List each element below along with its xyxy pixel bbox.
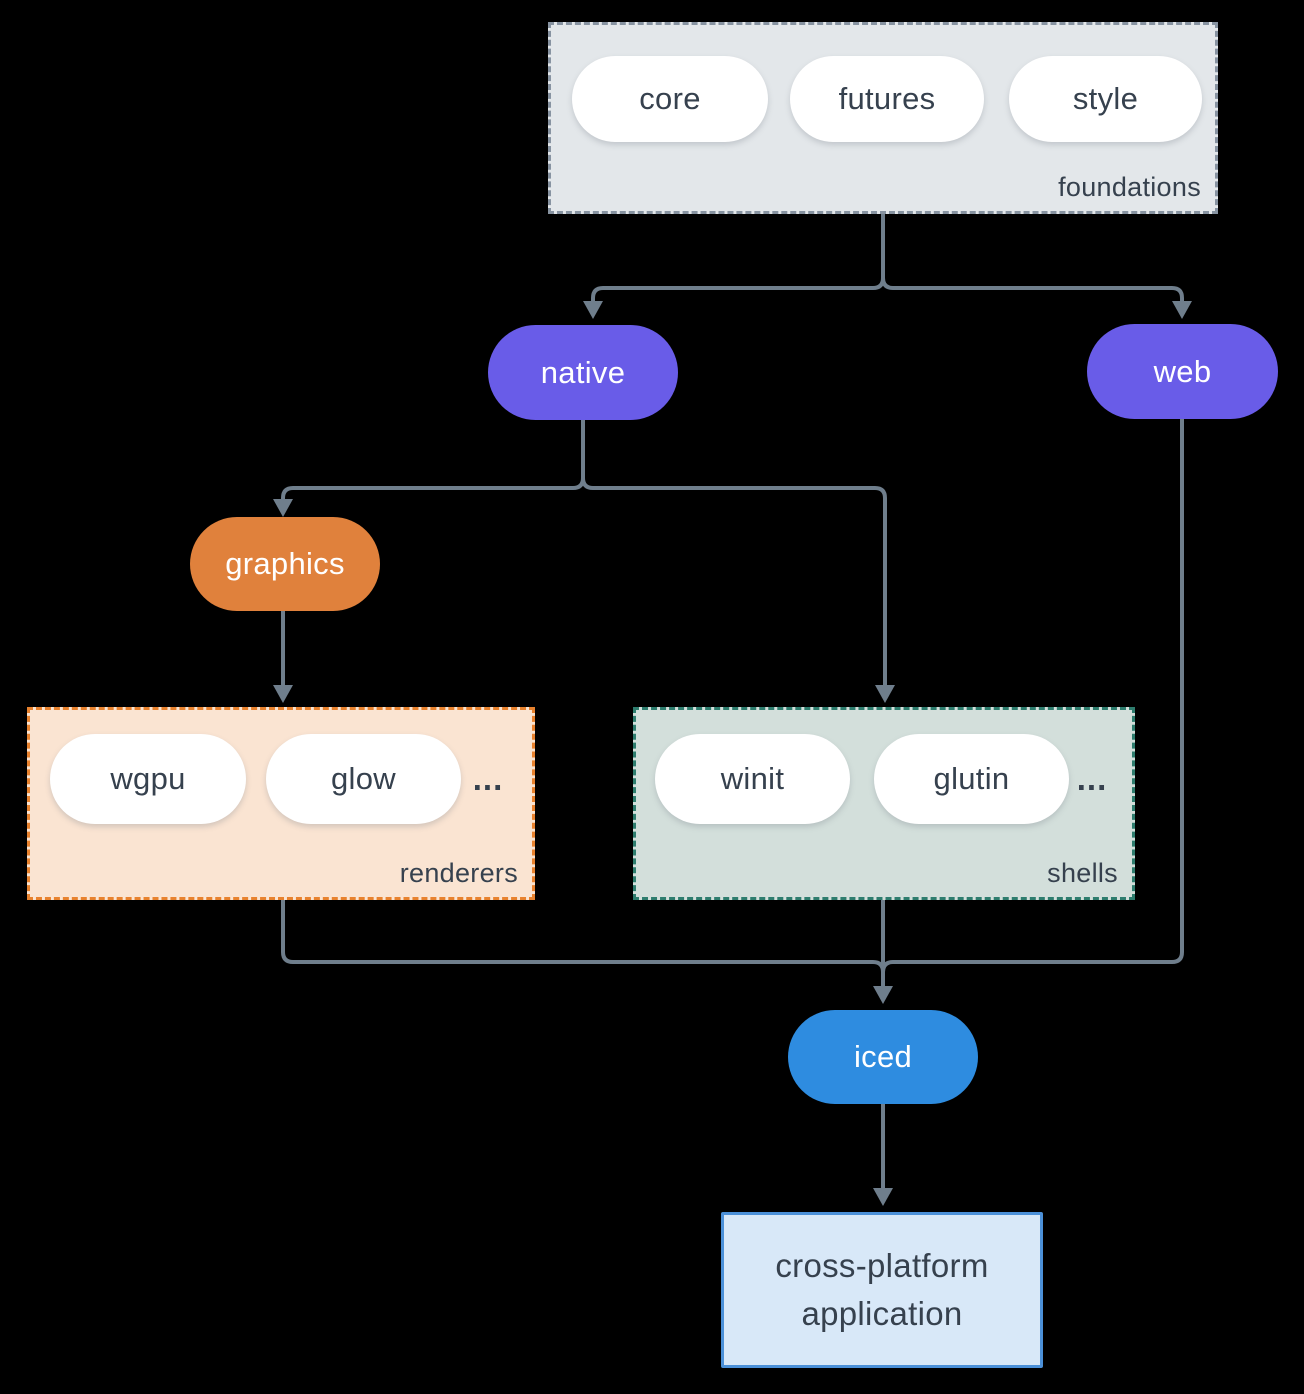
node-graphics: graphics [190, 517, 380, 611]
node-native: native [488, 325, 678, 420]
renderers-ellipsis: ... [472, 760, 504, 797]
node-iced-label: iced [853, 1039, 913, 1074]
group-renderers-label: renderers [399, 858, 518, 888]
node-wgpu: wgpu [50, 734, 246, 824]
node-core-label: core [639, 81, 701, 116]
edge-foundations-native [583, 214, 885, 319]
node-web: web [1087, 324, 1278, 419]
group-foundations-label: foundations [1058, 172, 1201, 202]
node-style: style [1009, 56, 1202, 142]
node-graphics-label: graphics [225, 546, 345, 581]
node-core: core [572, 56, 768, 142]
node-futures-label: futures [838, 81, 936, 116]
edge-native-shells [581, 420, 895, 703]
node-cross-platform-application-label: cross-platform application [775, 1247, 989, 1332]
edge-foundations-web [881, 214, 1192, 319]
node-native-label: native [540, 354, 626, 390]
node-glutin: glutin [874, 734, 1069, 824]
node-cross-platform-application: cross-platform application [721, 1212, 1043, 1368]
node-futures: futures [790, 56, 984, 142]
edge-native-graphics [273, 420, 585, 517]
node-glow: glow [266, 734, 461, 824]
node-wgpu-label: wgpu [110, 761, 186, 796]
node-glutin-label: glutin [933, 761, 1010, 796]
node-winit-label: winit [720, 761, 785, 796]
edge-renderers-merge [281, 900, 885, 973]
node-style-label: style [1072, 81, 1139, 116]
node-web-label: web [1153, 353, 1212, 389]
node-iced: iced [788, 1010, 978, 1104]
shells-ellipsis: ... [1076, 760, 1108, 797]
node-glow-label: glow [331, 761, 396, 796]
node-winit: winit [655, 734, 850, 824]
group-shells-label: shells [1047, 858, 1118, 888]
